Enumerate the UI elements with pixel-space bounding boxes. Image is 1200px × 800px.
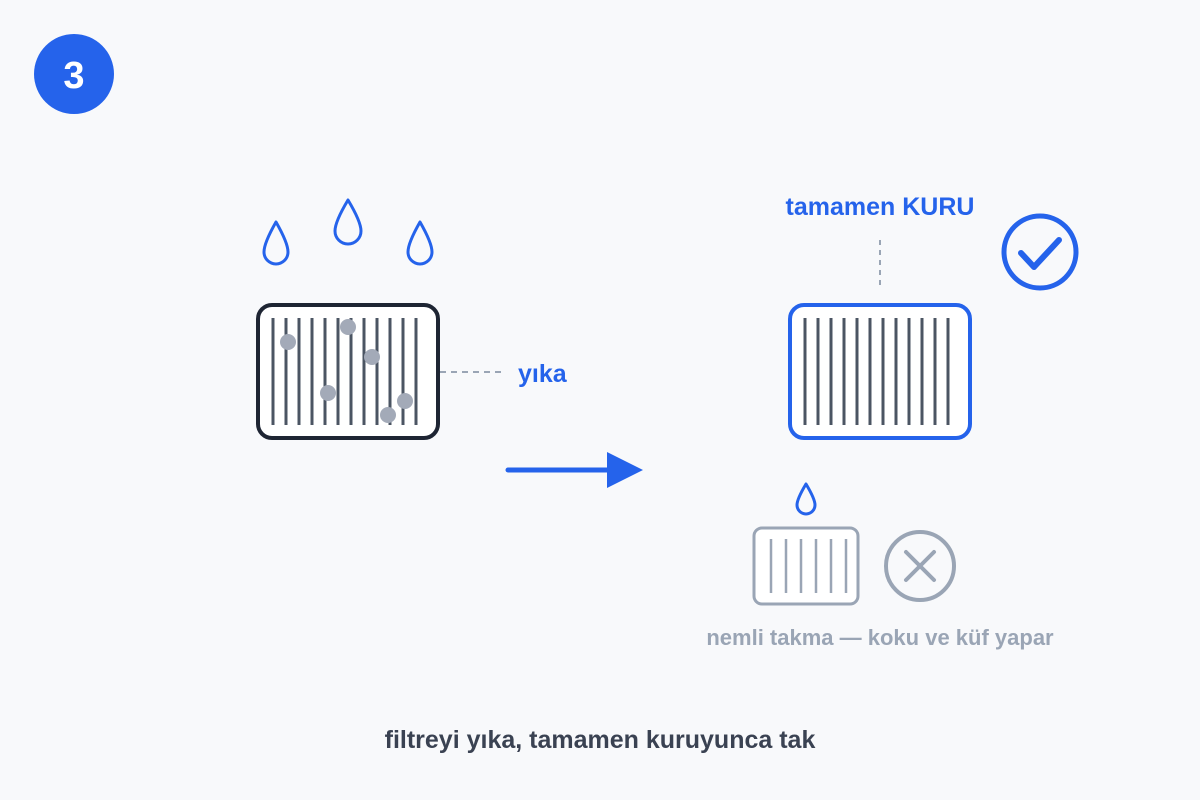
clean-filter-frame (788, 303, 972, 440)
x-circle-icon (884, 530, 956, 602)
damp-filter-frame (752, 526, 860, 606)
fully-dry-label: tamamen KURU (786, 193, 975, 221)
dirty-filter (256, 303, 440, 440)
water-drops (262, 198, 434, 266)
step-badge: 3 (34, 34, 114, 114)
check-circle-icon (1001, 213, 1079, 291)
damp-filter (752, 526, 860, 606)
step-badge-circle (34, 34, 114, 114)
damp-filter-pleats (769, 539, 848, 593)
dirt-particles (280, 319, 413, 423)
water-drop-icon (795, 482, 817, 516)
water-drop-icon (406, 220, 434, 266)
wash-label: yıka (518, 360, 568, 388)
arrow-right-icon (505, 452, 643, 488)
water-drop-icon (333, 198, 363, 246)
clean-filter (788, 303, 972, 440)
water-drop-icon (262, 220, 290, 266)
dirty-filter-pleats (271, 318, 418, 425)
step-number: 3 (63, 55, 84, 97)
caption: filtreyi yıka, tamamen kuruyunca tak (385, 726, 816, 754)
warning-label: nemli takma — koku ve küf yapar (706, 625, 1054, 650)
dirty-filter-frame (256, 303, 440, 440)
clean-filter-pleats (803, 318, 950, 425)
